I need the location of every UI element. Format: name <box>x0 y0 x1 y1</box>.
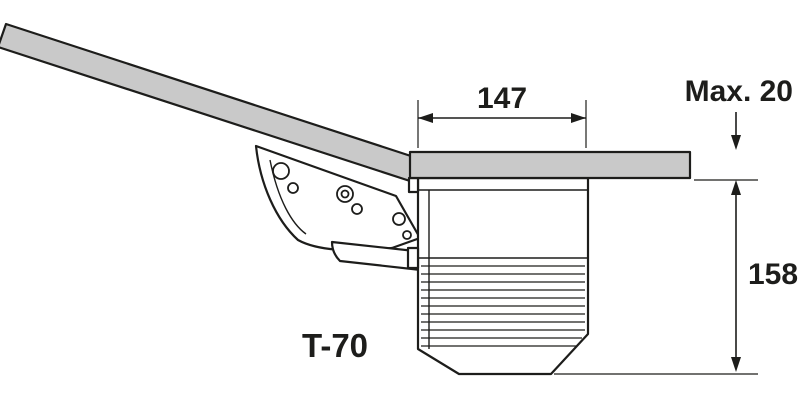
dimension-width-value: 147 <box>477 82 527 115</box>
arrowhead-down <box>731 357 741 372</box>
mechanism-housing <box>406 176 590 376</box>
screw-hole <box>272 162 290 180</box>
dimension-height-value: 158 <box>748 258 798 291</box>
flap-door-panel <box>0 22 419 183</box>
screw-hole <box>351 203 363 215</box>
spring-hatch-lines <box>421 265 585 347</box>
arrowhead-right <box>571 113 586 123</box>
arrowhead-down <box>731 135 741 150</box>
product-model-label: T-70 <box>302 327 368 364</box>
screw-hole <box>392 212 406 226</box>
dimension-width-147: 147 <box>417 82 587 148</box>
cabinet-top-panel <box>408 150 692 180</box>
dimension-max-thickness: Max. 20 <box>685 75 793 150</box>
screw-hole-inner <box>340 189 350 199</box>
housing-mount-tab-side <box>406 246 420 270</box>
arrowhead-left <box>418 113 433 123</box>
hinge-mechanism <box>254 144 426 272</box>
arrowhead-up <box>731 180 741 195</box>
screw-hole <box>402 230 412 240</box>
dimension-height-158: 158 <box>554 179 798 375</box>
screw-hole <box>287 182 299 194</box>
housing-body <box>416 176 590 376</box>
dimension-max-thickness-value: Max. 20 <box>685 75 793 108</box>
housing-mount-tab-top <box>407 176 420 194</box>
